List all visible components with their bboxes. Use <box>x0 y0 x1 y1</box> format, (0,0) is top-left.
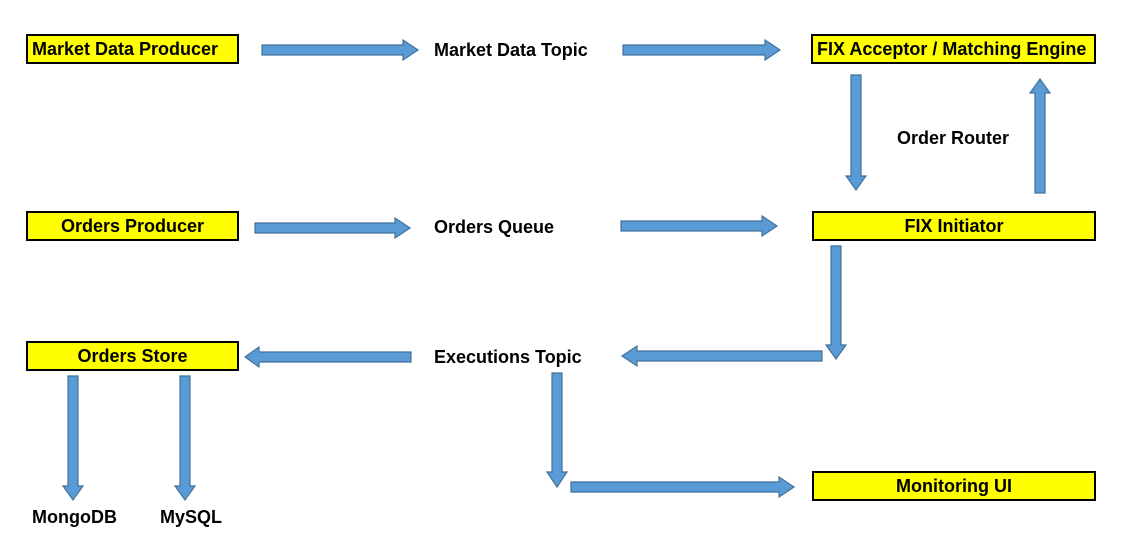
arrow-market-topic-to-fix-acceptor <box>622 38 782 62</box>
arrow-orders-store-to-mongodb <box>61 375 85 502</box>
fix-initiator-node: FIX Initiator <box>812 211 1096 241</box>
market-data-producer-label: Market Data Producer <box>32 38 219 59</box>
arrow-fix-initiator-to-executions-topic <box>620 344 823 368</box>
arrow-orders-store-to-mysql <box>173 375 197 502</box>
orders-producer-node: Orders Producer <box>26 211 239 241</box>
orders-store-label: Orders Store <box>77 345 188 366</box>
fix-initiator-label: FIX Initiator <box>904 215 1004 236</box>
fix-acceptor-node: FIX Acceptor / Matching Engine <box>811 34 1096 64</box>
order-router-label: Order Router <box>897 128 1010 148</box>
arrow-executions-topic-down <box>545 372 569 489</box>
arrow-fix-initiator-to-fix-acceptor <box>1028 77 1052 194</box>
arrow-producer-to-market-topic <box>261 38 420 62</box>
fix-acceptor-label: FIX Acceptor / Matching Engine <box>817 38 1087 59</box>
arrow-to-monitoring-ui <box>570 475 796 499</box>
arrow-fix-initiator-down <box>824 245 848 361</box>
monitoring-ui-node: Monitoring UI <box>812 471 1096 501</box>
arrow-orders-producer-to-queue <box>254 216 412 240</box>
arrow-executions-topic-to-orders-store <box>243 345 412 369</box>
orders-queue-label: Orders Queue <box>434 217 555 237</box>
mongodb-label: MongoDB <box>32 507 117 527</box>
orders-producer-label: Orders Producer <box>60 215 205 236</box>
monitoring-ui-label: Monitoring UI <box>896 475 1012 496</box>
arrow-fix-acceptor-to-fix-initiator <box>844 74 868 192</box>
mysql-label: MySQL <box>160 507 223 527</box>
market-data-topic-label: Market Data Topic <box>434 40 588 60</box>
market-data-producer-node: Market Data Producer <box>26 34 239 64</box>
arrow-orders-queue-to-fix-initiator <box>620 214 779 238</box>
orders-store-node: Orders Store <box>26 341 239 371</box>
executions-topic-label: Executions Topic <box>434 347 582 367</box>
